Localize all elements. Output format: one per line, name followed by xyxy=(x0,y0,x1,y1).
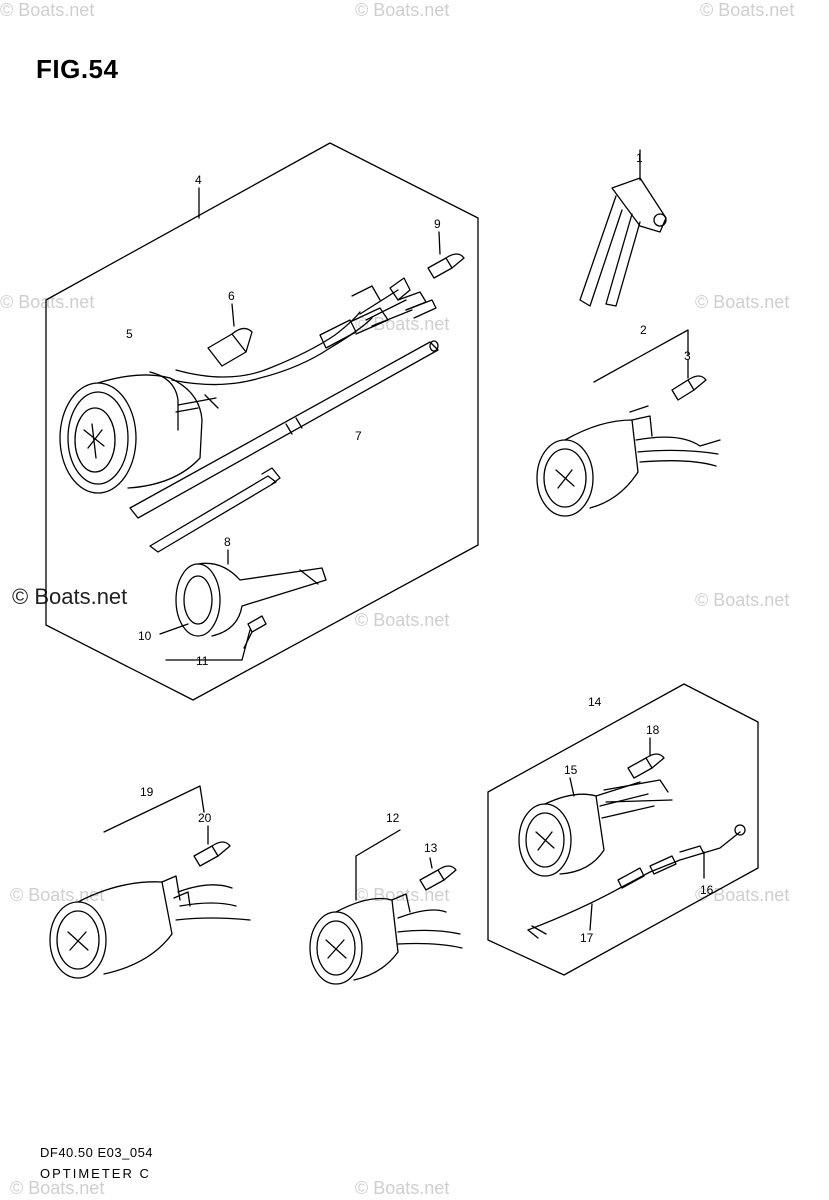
watermark: © Boats.net xyxy=(355,314,450,334)
watermark: © Boats.net xyxy=(355,0,450,20)
callout: 17 xyxy=(580,931,594,945)
bulb-3-shape xyxy=(671,359,707,401)
callout: 14 xyxy=(588,695,602,709)
callout: 1 xyxy=(636,151,643,165)
wire-17-shape xyxy=(527,824,746,939)
callout: 2 xyxy=(640,323,647,337)
meter-5-shape xyxy=(59,371,219,494)
callout: 5 xyxy=(126,327,133,341)
cable-7-shape xyxy=(129,340,439,519)
callout: 6 xyxy=(228,289,235,303)
watermark: © Boats.net xyxy=(0,292,95,312)
bulb-13-shape xyxy=(419,857,457,891)
bulb-18-shape xyxy=(627,737,665,779)
meter-15-shape xyxy=(518,777,673,877)
callout: 7 xyxy=(355,429,362,443)
meter-2-shape xyxy=(536,405,721,517)
bulb-6-shape xyxy=(207,303,253,367)
callout: 18 xyxy=(646,723,660,737)
screw-11-shape xyxy=(243,615,267,649)
watermark: © Boats.net xyxy=(10,1178,105,1198)
figure-title: FIG.54 xyxy=(36,54,119,84)
callouts: 1 2 3 4 5 6 7 8 9 10 11 12 13 14 15 16 1… xyxy=(126,151,714,945)
meter-19-shape xyxy=(49,875,251,979)
callout: 4 xyxy=(195,173,202,187)
bracket-8-shape xyxy=(175,549,327,637)
callout: 8 xyxy=(224,535,231,549)
harness-1-shape xyxy=(579,149,667,307)
callout: 9 xyxy=(434,217,441,231)
callout: 19 xyxy=(140,785,154,799)
callout: 15 xyxy=(564,763,578,777)
watermark: © Boats.net xyxy=(700,0,795,20)
watermark: © Boats.net xyxy=(695,590,790,610)
watermark-strong: © Boats.net xyxy=(12,584,128,609)
watermark: © Boats.net xyxy=(0,0,95,20)
kit-14-outline xyxy=(487,683,759,976)
figure-name: OPTIMETER C xyxy=(40,1166,151,1181)
figure-code: DF40.50 E03_054 xyxy=(40,1145,154,1160)
callout: 10 xyxy=(138,629,152,643)
callout: 11 xyxy=(196,654,209,668)
callout: 3 xyxy=(684,349,691,363)
bulb-20-shape xyxy=(193,825,231,867)
watermark: © Boats.net xyxy=(355,1178,450,1198)
bulb-9-shape xyxy=(427,231,465,279)
callout: 13 xyxy=(424,841,438,855)
kit-outline xyxy=(45,142,479,701)
watermark: © Boats.net xyxy=(355,610,450,630)
callout: 20 xyxy=(198,811,212,825)
watermark: © Boats.net xyxy=(695,292,790,312)
callout: 12 xyxy=(386,811,400,825)
meter-12-shape xyxy=(309,893,463,985)
callout: 16 xyxy=(700,883,714,897)
